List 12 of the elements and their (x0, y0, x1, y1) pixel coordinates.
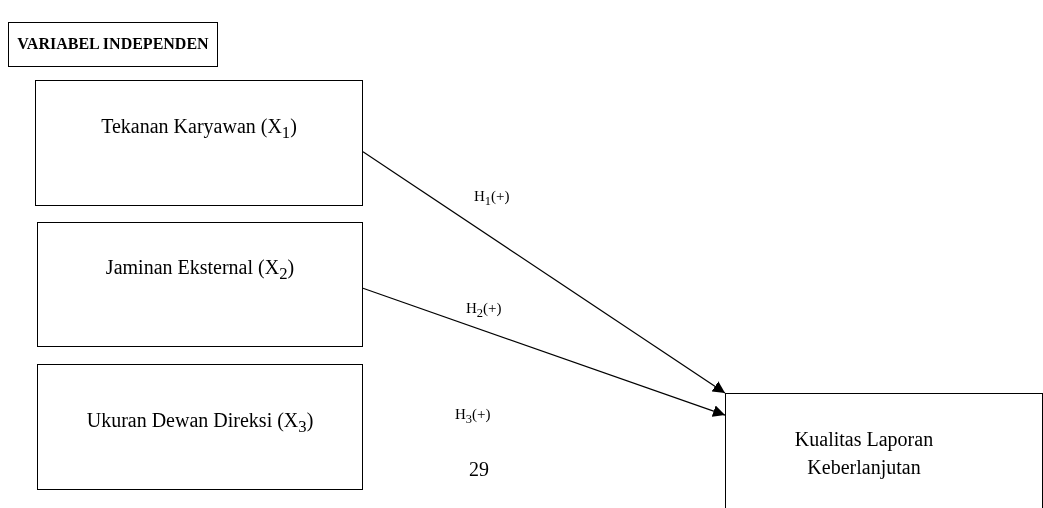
variable-box (725, 393, 1043, 508)
variable-name: Tekanan Karyawan (X$_{1}$) (101, 113, 297, 144)
variable-name: Jaminan Eksternal (X$_{2}$) (105, 255, 295, 286)
variable-name: Kualitas Laporan Keberlanjutan (793, 427, 935, 481)
variable-name: Ukuran Dewan Direksi (X$_{3}$) (86, 407, 314, 438)
variable-box (37, 364, 363, 490)
variable-box (35, 80, 363, 206)
variable-box (37, 222, 363, 347)
heading-box (8, 22, 218, 67)
arrow (362, 151, 726, 394)
variable-name: VARIABEL INDEPENDEN (17, 34, 209, 55)
arrow (362, 287, 726, 417)
